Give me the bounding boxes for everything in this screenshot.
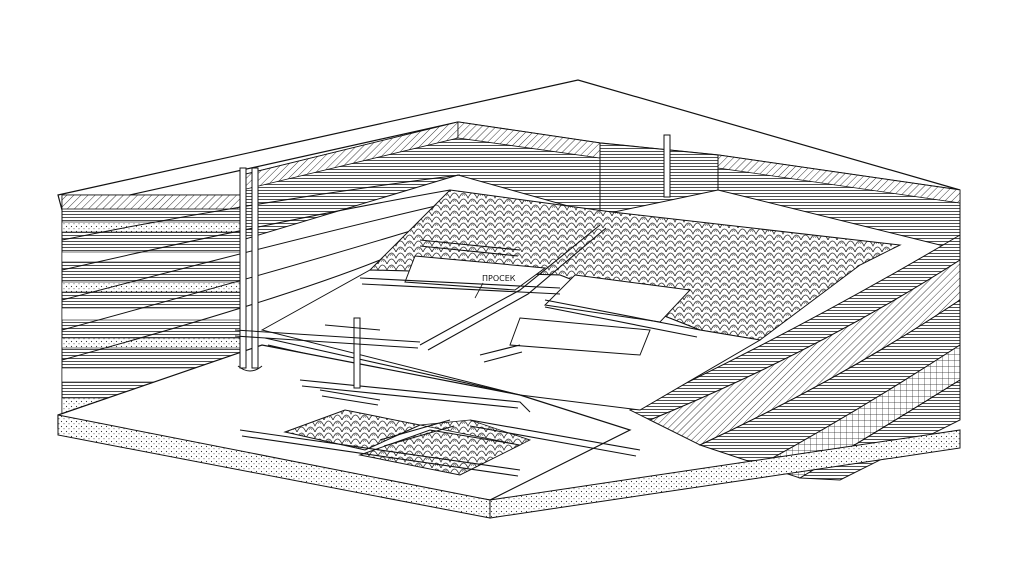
prosek-label: ПРОСЕК: [482, 274, 516, 283]
roadways-lower: [239, 379, 641, 477]
prosek-leader-line: [474, 282, 484, 299]
back-strata: [241, 121, 961, 251]
shafts: [237, 134, 671, 389]
curved-strata-left: [61, 174, 461, 361]
crosscut: [234, 324, 421, 349]
